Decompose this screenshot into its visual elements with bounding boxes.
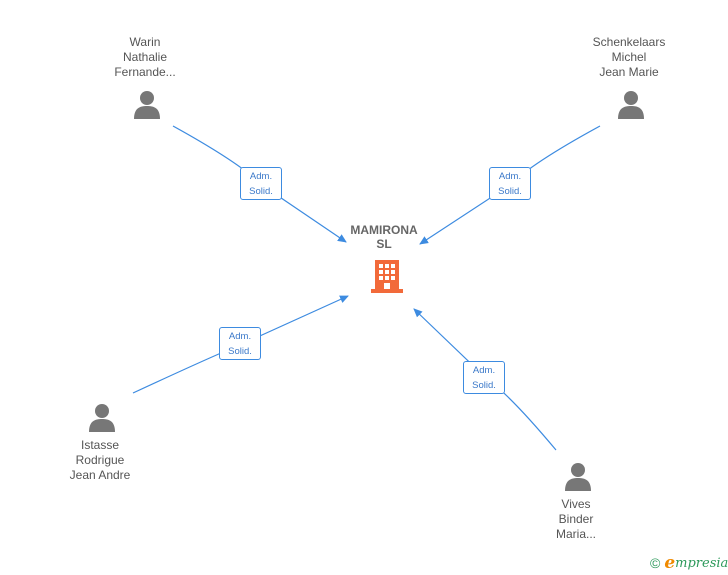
person-schenkelaars-label[interactable]: Schenkelaars Michel Jean Marie [559, 35, 699, 80]
role-line: Solid. [472, 380, 496, 391]
person-warin-label[interactable]: Warin Nathalie Fernande... [75, 35, 215, 80]
brand-name: mpresia [675, 555, 728, 571]
person-name-line: Jean Marie [599, 65, 659, 79]
person-name-line: Nathalie [122, 50, 168, 64]
role-line: Solid. [249, 186, 273, 197]
person-name-line: Vives [561, 497, 591, 511]
copyright-symbol: © [650, 555, 661, 571]
person-istasse-label[interactable]: Istasse Rodrigue Jean Andre [30, 438, 170, 483]
person-icon[interactable] [133, 90, 161, 120]
brand-initial: e [664, 553, 676, 573]
person-icon[interactable] [564, 462, 592, 492]
building-icon[interactable] [370, 258, 404, 294]
person-icon[interactable] [617, 90, 645, 120]
role-badge-schenkelaars[interactable]: Adm. Solid. [489, 167, 531, 200]
person-name-line: Schenkelaars [592, 35, 666, 49]
role-line: Adm. [472, 365, 496, 376]
role-badge-vives[interactable]: Adm. Solid. [463, 361, 505, 394]
person-name-line: Fernande... [114, 65, 176, 79]
company-name[interactable]: MAMIRONA SL [324, 223, 444, 251]
person-name-line: Rodrigue [75, 453, 125, 467]
role-badge-warin[interactable]: Adm. Solid. [240, 167, 282, 200]
role-line: Adm. [249, 171, 273, 182]
person-name-line: Warin [129, 35, 161, 49]
role-badge-istasse[interactable]: Adm. Solid. [219, 327, 261, 360]
role-line: Adm. [498, 171, 522, 182]
person-icon[interactable] [88, 403, 116, 433]
person-vives-label[interactable]: Vives Binder Maria... [506, 497, 646, 542]
person-name-line: Maria... [555, 527, 596, 541]
company-name-line2: SL [376, 237, 392, 251]
person-name-line: Binder [558, 512, 594, 526]
company-name-line1: MAMIRONA [350, 223, 418, 237]
person-name-line: Jean Andre [69, 468, 131, 482]
person-name-line: Michel [611, 50, 647, 64]
role-line: Adm. [228, 331, 252, 342]
role-line: Solid. [228, 346, 252, 357]
role-line: Solid. [498, 186, 522, 197]
person-name-line: Istasse [80, 438, 119, 452]
brand-logo: © e mpresia [650, 553, 728, 573]
